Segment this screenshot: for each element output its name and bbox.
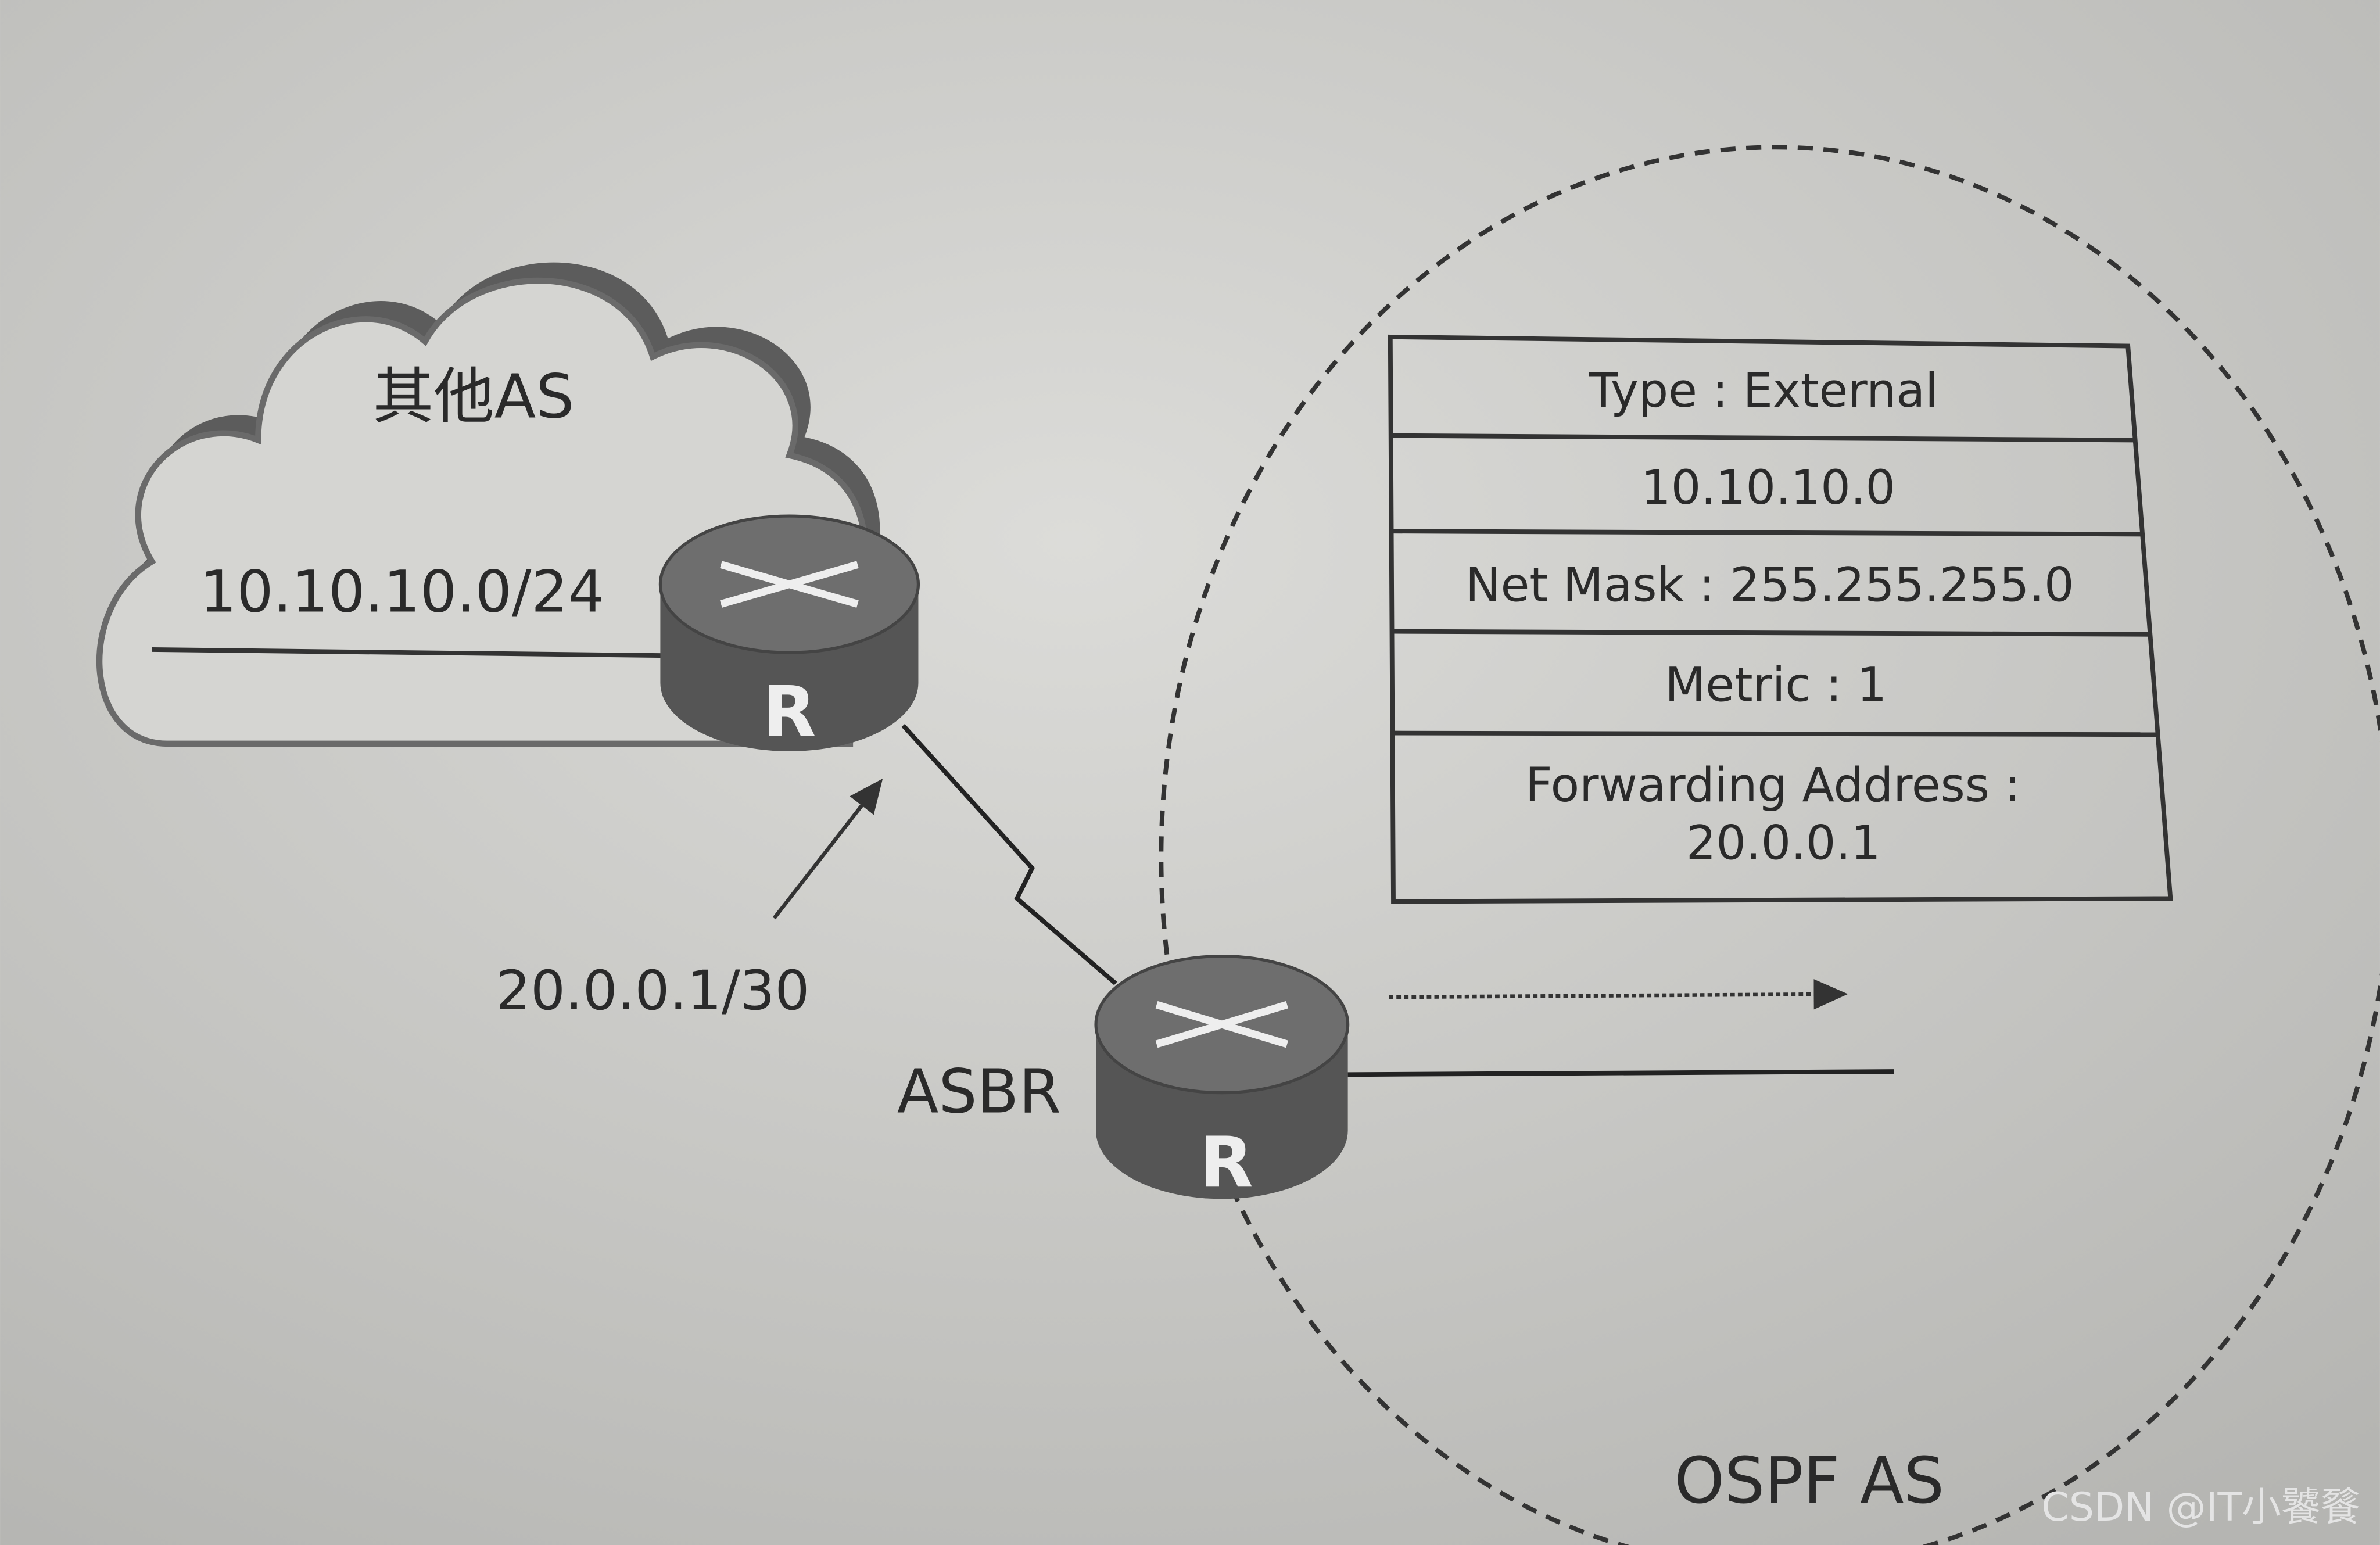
watermark: CSDN @IT小饕餮	[2041, 1485, 2360, 1530]
ospf-as-label: OSPF AS	[1674, 1443, 1944, 1518]
lsa-forwarding-value: 20.0.0.1	[1686, 816, 1881, 870]
lsa-table	[1388, 334, 2173, 904]
cloud-label: 其他AS	[373, 361, 575, 432]
ospf-internal-link	[1347, 1069, 1894, 1077]
ospf-as-boundary	[1159, 145, 2380, 1545]
asbr-label: ASBR	[897, 1056, 1061, 1127]
lsa-link-state-id: 10.10.10.0	[1641, 461, 1895, 515]
serial-link	[901, 723, 1117, 985]
lsa-metric: Metric : 1	[1665, 658, 1887, 713]
interface-pointer-arrow	[772, 779, 883, 920]
lsa-flood-arrow	[1389, 979, 1848, 1010]
asbr-glyph: R	[1199, 1123, 1253, 1204]
lsa-type: Type : External	[1589, 364, 1938, 418]
asbr-router-icon	[1094, 954, 1350, 1199]
router-glyph: R	[762, 672, 816, 753]
lsa-forwarding-label: Forwarding Address :	[1525, 758, 2020, 813]
interface-address-label: 20.0.0.1/30	[496, 959, 809, 1023]
lsa-net-mask: Net Mask : 255.255.255.0	[1465, 558, 2074, 612]
cloud-network-segment	[152, 647, 676, 658]
external-router-icon	[658, 514, 920, 751]
cloud-network-label: 10.10.10.0/24	[200, 559, 604, 626]
